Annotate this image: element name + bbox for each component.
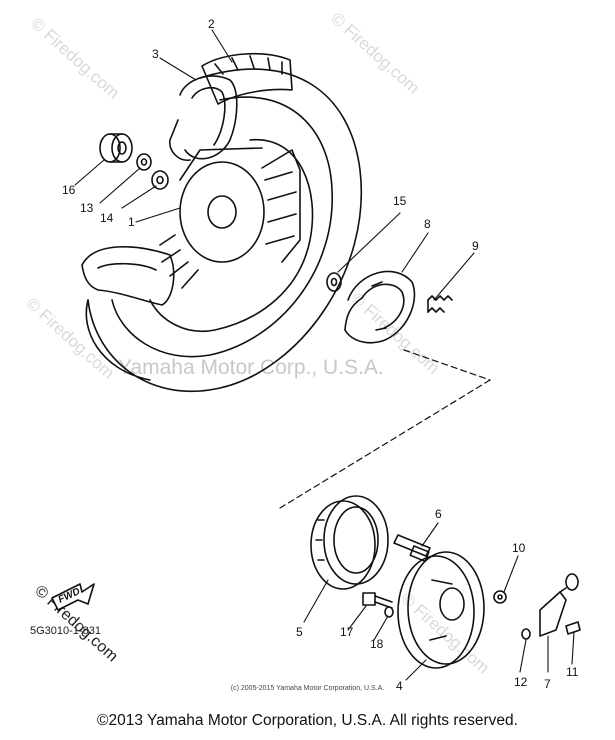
watermark-1: © Firedog.com	[27, 14, 123, 103]
callout-14: 14	[100, 211, 114, 225]
callout-8: 8	[424, 217, 431, 231]
inner-tube	[168, 75, 238, 161]
callout-9: 9	[472, 239, 479, 253]
line-art	[51, 29, 581, 681]
spring-9	[427, 295, 453, 313]
brake-drum-5	[310, 495, 389, 590]
washer-18	[384, 606, 394, 618]
watermark-3: © Firedog.com	[22, 294, 118, 383]
bearing-16	[99, 133, 133, 163]
callout-13: 13	[80, 201, 94, 215]
callout-15: 15	[393, 194, 407, 208]
callout-16: 16	[62, 183, 76, 197]
callout-12: 12	[514, 675, 528, 689]
camshaft-6	[393, 534, 431, 563]
callout-11: 11	[566, 665, 579, 679]
fwd-arrow-icon	[51, 583, 95, 611]
wheel-tire	[85, 68, 363, 393]
leader-lines	[74, 29, 575, 681]
bolt-11	[565, 621, 581, 635]
brake-shoe-8	[344, 270, 416, 344]
rim-band	[81, 246, 175, 306]
brake-plate-4	[397, 551, 485, 669]
watermark-corp: Yamaha Motor Corp., U.S.A.	[118, 356, 384, 379]
washer-13	[136, 153, 152, 171]
callout-7: 7	[544, 677, 551, 691]
callout-4: 4	[396, 679, 403, 693]
copyright-notice: ©2013 Yamaha Motor Corporation, U.S.A. A…	[97, 712, 518, 729]
brake-arm-7	[539, 573, 579, 637]
callout-1: 1	[128, 215, 135, 229]
callout-18: 18	[370, 637, 384, 651]
callout-3: 3	[152, 47, 159, 61]
watermark-2: © Firedog.com	[327, 9, 423, 98]
small-copyright: (c) 2005-2015 Yamaha Motor Corporation, …	[230, 685, 385, 692]
wheel-hub	[159, 147, 301, 289]
callout-2: 2	[208, 17, 215, 31]
callout-17: 17	[340, 625, 354, 639]
diagram-code: 5G3010-1-831	[30, 625, 101, 637]
bolt-17	[362, 592, 393, 609]
callout-6: 6	[435, 507, 442, 521]
nut-10	[493, 590, 507, 604]
collar-14	[151, 170, 169, 190]
washer-15	[326, 272, 342, 292]
callout-10: 10	[512, 541, 526, 555]
callout-5: 5	[296, 625, 303, 639]
washer-12	[521, 628, 531, 640]
watermarks: © Firedog.com © Firedog.com © Firedog.co…	[22, 9, 493, 678]
